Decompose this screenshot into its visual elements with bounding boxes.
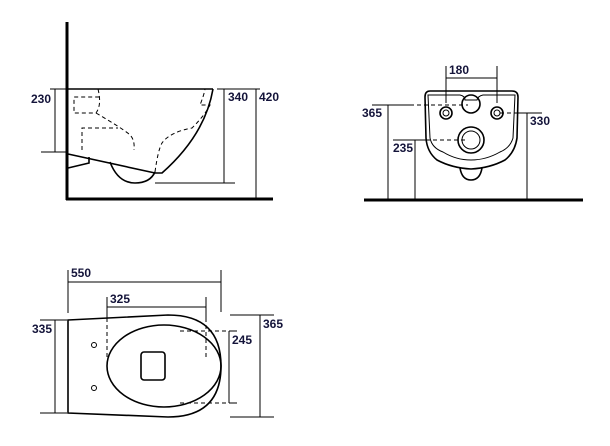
bowl-bottom: [67, 153, 156, 174]
hidden-channel: [81, 127, 118, 150]
dim-seat-length: 325: [110, 292, 130, 306]
front-outline: [424, 90, 519, 170]
dim-bowl-height: 340: [228, 90, 248, 104]
side-view: 230 340 420: [31, 22, 279, 201]
inner-outline: [427, 94, 516, 161]
hidden-inlet: [73, 88, 101, 114]
dim-seat-width: 245: [232, 333, 252, 347]
drain: [140, 351, 166, 381]
dim-outlet-height: 235: [393, 141, 413, 155]
dim-seat-height: 230: [31, 92, 51, 106]
dim-total-width: 365: [263, 317, 283, 331]
hidden-trap: [95, 112, 135, 151]
mounting-hole: [91, 385, 97, 391]
bolt-hole: [439, 106, 453, 120]
hidden-bowl: [154, 88, 211, 173]
dim-bolt-height: 365: [362, 106, 382, 120]
bolt-hole-inner: [493, 109, 501, 117]
inlet-hole: [461, 94, 481, 114]
dim-bolt-spacing: 180: [449, 63, 469, 77]
dim-length: 550: [71, 266, 91, 280]
dim-total-height: 420: [259, 90, 279, 104]
dim-back-width: 335: [32, 322, 52, 336]
seat-opening: [106, 324, 222, 408]
front-view: 180 365 330 235: [362, 63, 583, 202]
bolt-hole-inner: [442, 109, 450, 117]
top-outline: [67, 314, 222, 418]
mounting-hole: [91, 342, 97, 348]
bracket: [67, 157, 90, 169]
dim-inlet-height: 330: [530, 114, 550, 128]
outlet-bulge: [109, 161, 156, 184]
outlet-bulge: [459, 167, 483, 181]
top-view: 550 325 335 245 365: [32, 266, 283, 418]
bowl-front: [155, 88, 214, 174]
